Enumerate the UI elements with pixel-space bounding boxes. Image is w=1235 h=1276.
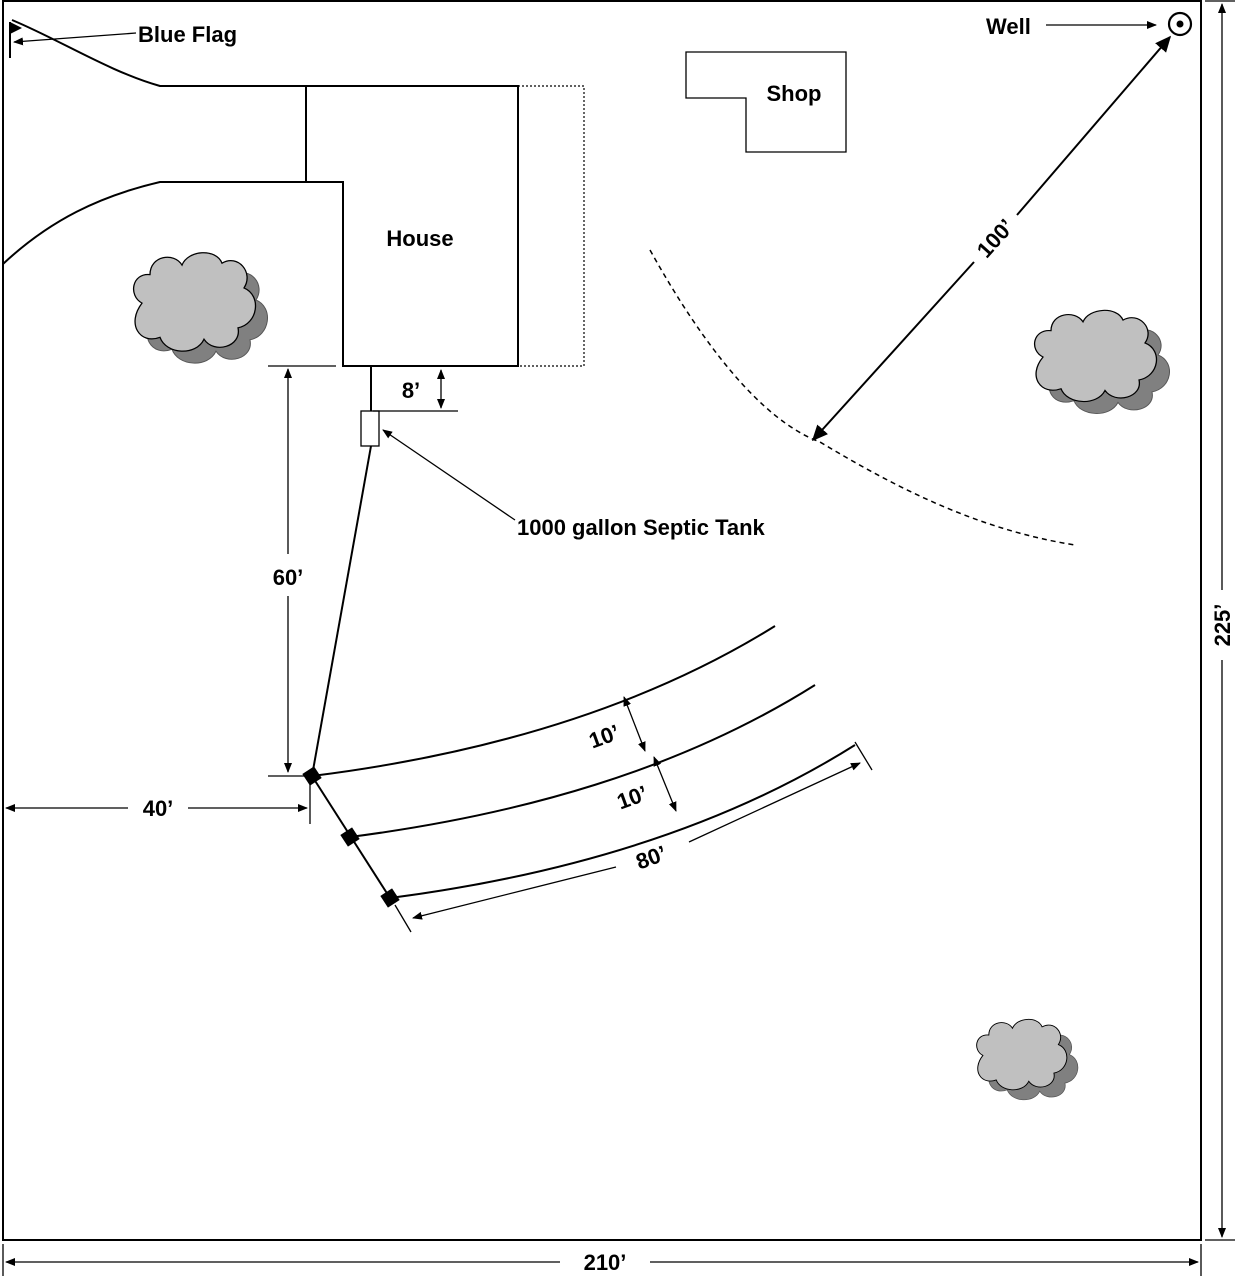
drain-field xyxy=(302,625,856,908)
dim-lot-width: 210’ xyxy=(2,1244,1202,1276)
well-setback-label: 100’ xyxy=(972,214,1019,263)
tree-1 xyxy=(132,252,268,364)
drop-box xyxy=(340,827,360,847)
lot-boundary xyxy=(2,0,1202,1241)
dim-house-to-tank: 8’ xyxy=(373,369,458,412)
tree-3 xyxy=(976,1018,1079,1101)
well-label: Well xyxy=(986,14,1031,39)
shop-label: Shop xyxy=(767,81,822,106)
drop-box xyxy=(380,888,400,908)
septic-tank xyxy=(360,410,380,447)
dim-trench-length: 80’ xyxy=(394,741,873,933)
well-setback: 100’ xyxy=(649,35,1172,546)
lot-depth-label: 225’ xyxy=(1210,604,1235,647)
house-label: House xyxy=(386,226,453,251)
dim-40-label: 40’ xyxy=(143,796,174,821)
septic-tank-callout: 1000 gallon Septic Tank xyxy=(382,429,766,540)
sewer-line xyxy=(311,366,372,777)
house: House xyxy=(305,85,585,367)
blue-flag-label: Blue Flag xyxy=(138,22,237,47)
dim-trench-spacing-1: 10’ xyxy=(586,696,646,753)
dim-80-label: 80’ xyxy=(633,840,670,874)
tree-2 xyxy=(1033,309,1170,415)
dim-trench-spacing-2: 10’ xyxy=(614,756,677,814)
dim-west-setback: 40’ xyxy=(5,784,311,824)
well: Well xyxy=(986,11,1193,39)
lot-width-label: 210’ xyxy=(584,1250,627,1275)
septic-tank-label: 1000 gallon Septic Tank xyxy=(517,515,766,540)
shop: Shop xyxy=(685,51,847,153)
dim-10-label-2: 10’ xyxy=(614,780,651,814)
dim-60-label: 60’ xyxy=(273,565,304,590)
dim-8-label: 8’ xyxy=(402,378,420,403)
dim-10-label-1: 10’ xyxy=(586,719,623,753)
dim-lot-depth: 225’ xyxy=(1205,0,1235,1241)
driveway xyxy=(2,19,306,265)
blue-flag: Blue Flag xyxy=(9,22,237,58)
distribution-box xyxy=(302,766,322,786)
well-icon xyxy=(1167,11,1193,37)
flag-icon xyxy=(9,22,22,58)
dim-house-to-distribution: 60’ xyxy=(268,365,336,777)
